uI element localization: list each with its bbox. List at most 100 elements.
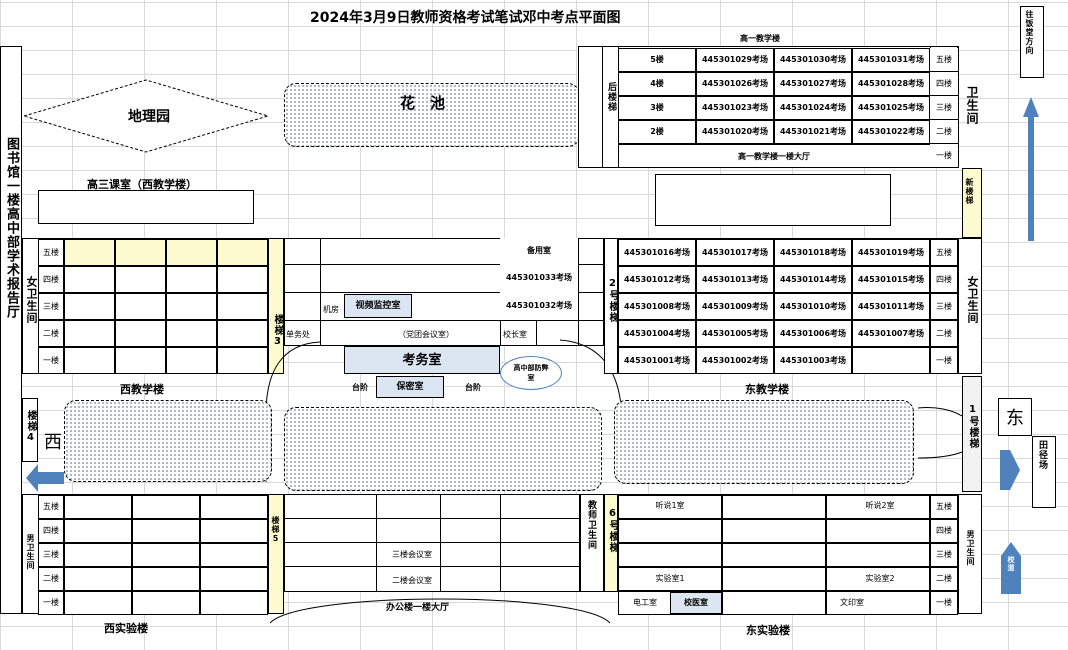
meeting-room-2: 二楼会议室: [392, 576, 432, 585]
track-label: 田径场: [1037, 440, 1047, 470]
lab-room: [132, 519, 200, 543]
floor-label: 二楼: [38, 567, 64, 591]
classroom: [115, 347, 166, 374]
lab-room: [132, 567, 200, 591]
floor-label: 三楼: [38, 293, 64, 320]
floor-label: 五楼: [38, 239, 64, 266]
east-female-wc: 女卫生间: [966, 276, 979, 324]
floor-label: 一楼: [930, 591, 958, 615]
lab-room: [618, 543, 722, 567]
classroom: [217, 293, 268, 320]
floor-label: 四楼: [930, 266, 958, 293]
classroom: [217, 266, 268, 293]
lab-room: [618, 519, 722, 543]
lab-room: [722, 495, 826, 519]
stairs3: [268, 238, 284, 374]
teacher-wc: [580, 494, 604, 592]
room-445301032: 445301032考场: [500, 292, 578, 320]
classroom: [64, 347, 115, 374]
east-arcs: [917, 407, 963, 459]
stairs5-label: 楼梯5: [271, 516, 280, 544]
exam-room: 445301023考场: [696, 96, 774, 120]
bottom-arc: [269, 598, 611, 624]
lab-room: [722, 543, 826, 567]
lab-room: [826, 543, 930, 567]
g1-building-label: 高一教学楼: [740, 34, 780, 43]
lab-room: [618, 495, 722, 519]
stairs2: [604, 238, 618, 374]
exam-room: 445301011考场: [852, 293, 930, 320]
lab-room: [826, 567, 930, 591]
senior3-label: 高三课室（西教学楼）: [87, 178, 197, 191]
flower-pool-label: 花 池: [400, 94, 446, 112]
lab-room: [200, 543, 268, 567]
exam-room: 445301002考场: [696, 347, 774, 374]
west-char: 西: [44, 432, 62, 453]
floor-label: 三楼: [38, 543, 64, 567]
stairs3-label: 楼梯3: [272, 314, 283, 348]
east-male-wc: 男卫生间: [966, 530, 975, 566]
lab-room: [200, 567, 268, 591]
exam-room: 445301021考场: [774, 120, 852, 144]
east-char: 东: [998, 398, 1032, 436]
exam-room: 445301029考场: [696, 48, 774, 72]
lab-room: [200, 591, 268, 615]
floor-label: 一楼: [38, 347, 64, 374]
lab-room-2: 实验室2: [865, 574, 895, 583]
anti-cheat-bubble: 高中部防弊室: [500, 356, 562, 390]
east-lab-label: 东实验楼: [746, 624, 790, 637]
exam-room: 445301020考场: [696, 120, 774, 144]
stairs4: [22, 398, 38, 462]
west-female-wc: 女卫生间: [25, 276, 38, 324]
g1-hall: 高一教学楼一楼大厅: [618, 144, 930, 168]
classroom: [166, 347, 217, 374]
to-canteen-label: 往饭堂方向: [1025, 10, 1034, 55]
exam-room: 445301012考场: [618, 266, 696, 293]
room-445301033: 445301033考场: [500, 264, 578, 292]
courtyard-west: [64, 400, 272, 482]
floor-label: 四楼: [38, 519, 64, 543]
lab-room: [64, 591, 132, 615]
classroom: [115, 320, 166, 347]
floor-label: 3楼: [618, 96, 696, 120]
exam-room: 445301017考场: [696, 239, 774, 266]
exam-room: 445301015考场: [852, 266, 930, 293]
principal-office: 校长室: [503, 330, 527, 339]
exam-room: 445301026考场: [696, 72, 774, 96]
exam-room: 445301018考场: [774, 239, 852, 266]
west-male-wc: 男卫生间: [26, 534, 35, 570]
exam-room: 445301016考场: [618, 239, 696, 266]
stairs1-label: 1号楼梯: [967, 404, 978, 449]
lab-room: [132, 591, 200, 615]
back-stairs-label: 后楼梯: [606, 82, 616, 112]
library-building: [0, 46, 22, 614]
lab-room: [722, 591, 826, 615]
lab-room: [132, 543, 200, 567]
exam-room: 445301019考场: [852, 239, 930, 266]
exam-room: 445301024考场: [774, 96, 852, 120]
listen-room-1: 听说1室: [655, 501, 685, 510]
exam-room: 445301028考场: [852, 72, 930, 96]
lab-room: [618, 567, 722, 591]
backup-room: 备用室: [500, 238, 578, 264]
video-room: 视频监控室: [344, 294, 412, 318]
lab-room: [826, 519, 930, 543]
page-title: 2024年3月9日教师资格考试笔试邓中考点平面图: [310, 10, 621, 26]
exam-room: 445301003考场: [774, 347, 852, 374]
lab-room: [64, 495, 132, 519]
courtyard-center: [284, 407, 602, 491]
lab-room: [826, 591, 930, 615]
senior3-box: [38, 190, 254, 224]
classroom: [166, 239, 217, 266]
floor-label: 一楼: [930, 347, 958, 374]
exam-room: 445301022考场: [852, 120, 930, 144]
floor-label: 一楼: [930, 144, 958, 168]
floor-label: 五楼: [930, 48, 958, 72]
to-canteen-box: [1020, 6, 1044, 78]
floor-label: 三楼: [930, 543, 958, 567]
exam-room: 445301030考场: [774, 48, 852, 72]
classroom: [115, 293, 166, 320]
exam-room: 445301007考场: [852, 320, 930, 347]
floor-label: 二楼: [930, 120, 958, 144]
classroom: [64, 320, 115, 347]
